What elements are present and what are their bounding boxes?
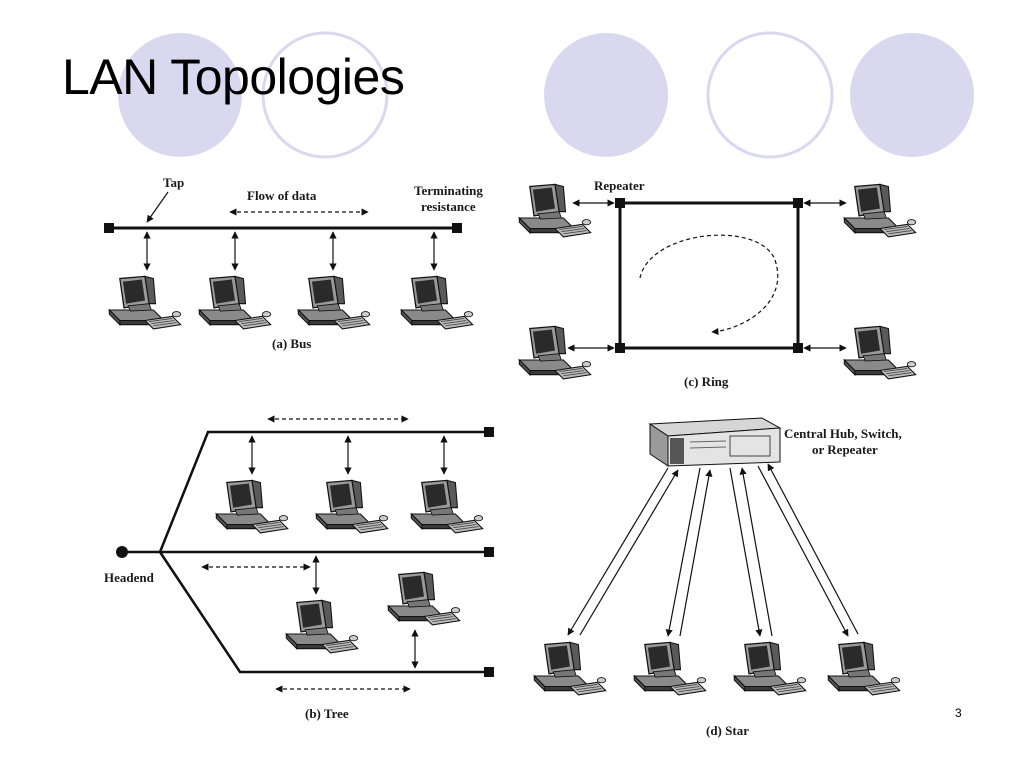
star-link	[579, 469, 679, 636]
computer-icon	[285, 599, 359, 654]
computer-icon	[518, 325, 592, 380]
repeater-label: Repeater	[594, 178, 645, 193]
star-link	[739, 467, 773, 637]
star-link	[665, 467, 701, 637]
tree-terminator	[484, 547, 494, 557]
repeater	[615, 198, 625, 208]
tree-terminator	[484, 427, 494, 437]
tree-topology: Headend (b) Tree	[104, 415, 494, 721]
star-link	[729, 467, 763, 637]
deco-circle-outline-1	[261, 31, 389, 159]
headend-label: Headend	[104, 570, 155, 585]
ring-flow-arrow	[639, 234, 779, 336]
slide-title: LAN Topologies	[62, 49, 405, 105]
star-link	[767, 463, 859, 635]
tap-label: Tap	[163, 175, 184, 190]
ring-caption: (c) Ring	[684, 374, 729, 389]
computer-icon	[533, 641, 607, 696]
page-number: 3	[955, 706, 962, 720]
computer-icon	[315, 479, 389, 534]
bus-terminator-left	[104, 223, 114, 233]
tree-terminator	[484, 667, 494, 677]
star-caption: (d) Star	[706, 723, 749, 738]
computer-icon	[843, 183, 917, 238]
tree-branch-top	[158, 430, 488, 553]
star-topology: Central Hub, Switch, or Repeater (d) Sta…	[533, 417, 902, 738]
star-link	[757, 465, 849, 637]
computer-icon	[400, 275, 474, 330]
decorative-circles	[118, 31, 974, 159]
star-link	[679, 469, 713, 637]
central-hub	[648, 417, 782, 467]
bus-terminator-right	[452, 223, 462, 233]
repeater	[793, 343, 803, 353]
star-link	[567, 467, 669, 636]
computer-icon	[108, 275, 182, 330]
computer-icon	[827, 641, 901, 696]
ring-cable	[618, 201, 800, 350]
hub-label-1: Central Hub, Switch,	[784, 426, 902, 441]
terminating-label-2: resistance	[421, 199, 476, 214]
computer-icon	[518, 183, 592, 238]
bus-caption: (a) Bus	[272, 336, 311, 351]
computer-icon	[633, 641, 707, 696]
computer-icon	[843, 325, 917, 380]
deco-circle-filled-3	[850, 33, 974, 157]
computer-icon	[198, 275, 272, 330]
computer-icon	[215, 479, 289, 534]
tree-branch-bottom	[158, 551, 488, 674]
tree-caption: (b) Tree	[305, 706, 349, 721]
repeater	[793, 198, 803, 208]
deco-circle-outline-2	[706, 31, 834, 159]
repeater	[615, 343, 625, 353]
bus-topology: Tap Flow of data Terminating resistance …	[104, 175, 483, 351]
computer-icon	[410, 479, 484, 534]
computer-icon	[387, 571, 461, 626]
ring-topology: Repeater (c) Ring	[518, 178, 917, 389]
terminating-label-1: Terminating	[414, 183, 483, 198]
tap-pointer	[146, 191, 169, 223]
hub-label-2: or Repeater	[812, 442, 878, 457]
computer-icon	[733, 641, 807, 696]
computer-icon	[297, 275, 371, 330]
deco-circle-filled-1	[118, 33, 242, 157]
deco-circle-filled-2	[544, 33, 668, 157]
flow-of-data-label: Flow of data	[247, 188, 317, 203]
